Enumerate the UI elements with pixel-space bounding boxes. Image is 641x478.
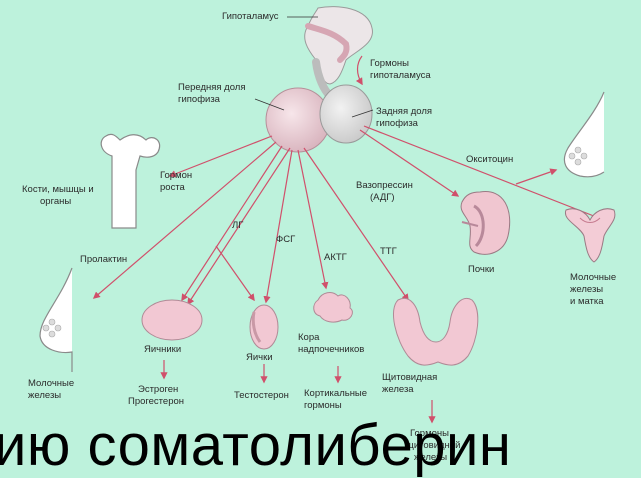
- label-adrenal-1: Кора: [298, 332, 320, 343]
- bone-icon: [101, 134, 159, 228]
- label-adrenal-2: надпочечников: [298, 344, 364, 355]
- label-hyp-hormones-1: Гормоны: [370, 58, 409, 69]
- acth-arrow: [298, 150, 326, 288]
- label-vasopressin-2: (АДГ): [370, 192, 395, 203]
- label-posterior-1: Задняя доля: [376, 106, 432, 117]
- label-anterior-1: Передняя доля: [178, 82, 246, 93]
- label-posterior-2: гипофиза: [376, 118, 419, 129]
- label-cortical-2: гормоны: [304, 400, 342, 411]
- label-lh: ЛГ: [232, 220, 243, 231]
- hypothalamus-hormones-arrow: [358, 56, 363, 84]
- label-mammary-uterus-1: Молочные: [570, 272, 616, 283]
- ovary-icon: [142, 300, 202, 340]
- label-bones-1: Кости, мышцы и: [22, 184, 94, 195]
- label-growth-1: Гормон: [160, 170, 192, 181]
- label-mammary-uterus-3: и матка: [570, 296, 604, 307]
- label-testosterone: Тестостерон: [234, 390, 289, 401]
- label-kidneys: Почки: [468, 264, 494, 275]
- label-testes: Яички: [246, 352, 273, 363]
- label-thyroid-1: Щитовидная: [382, 372, 437, 383]
- breast-left-icon: [40, 268, 72, 372]
- adrenal-icon: [314, 293, 353, 323]
- label-prolactin: Пролактин: [80, 254, 127, 265]
- label-fsh: ФСГ: [276, 234, 295, 245]
- tsh-arrow: [304, 148, 408, 300]
- label-mammary-1: Молочные: [28, 378, 74, 389]
- label-mammary-uterus-2: железы: [570, 284, 603, 295]
- label-ovaries: Яичники: [144, 344, 181, 355]
- label-vasopressin-1: Вазопрессин: [356, 180, 413, 191]
- label-cortical-1: Кортикальные: [304, 388, 367, 399]
- label-bones-2: органы: [40, 196, 71, 207]
- breast-right-icon: [564, 92, 604, 177]
- label-hypothalamus: Гипоталамус: [222, 11, 279, 22]
- label-anterior-2: гипофиза: [178, 94, 221, 105]
- label-tsh: ТТГ: [380, 246, 397, 257]
- label-thyroid-2: железа: [382, 384, 414, 395]
- label-acth: АКТГ: [324, 252, 347, 263]
- overlay-caption: ию соматолиберин: [0, 414, 641, 478]
- testis-icon: [250, 305, 278, 349]
- label-estrogen: Эстроген: [138, 384, 178, 395]
- label-hyp-hormones-2: гипоталамуса: [370, 70, 431, 81]
- lh-arrow-testis: [216, 246, 254, 300]
- label-progesterone: Прогестерон: [128, 396, 184, 407]
- oxytocin-arrow-breast: [516, 170, 556, 184]
- kidney-icon: [461, 192, 510, 255]
- uterus-icon: [565, 209, 615, 262]
- thyroid-icon: [393, 298, 477, 365]
- label-oxytocin: Окситоцин: [466, 154, 513, 165]
- label-growth-2: роста: [160, 182, 186, 193]
- pituitary-posterior-icon: [320, 85, 372, 143]
- fsh-arrow-testis: [266, 150, 292, 302]
- label-mammary-2: железы: [28, 390, 61, 401]
